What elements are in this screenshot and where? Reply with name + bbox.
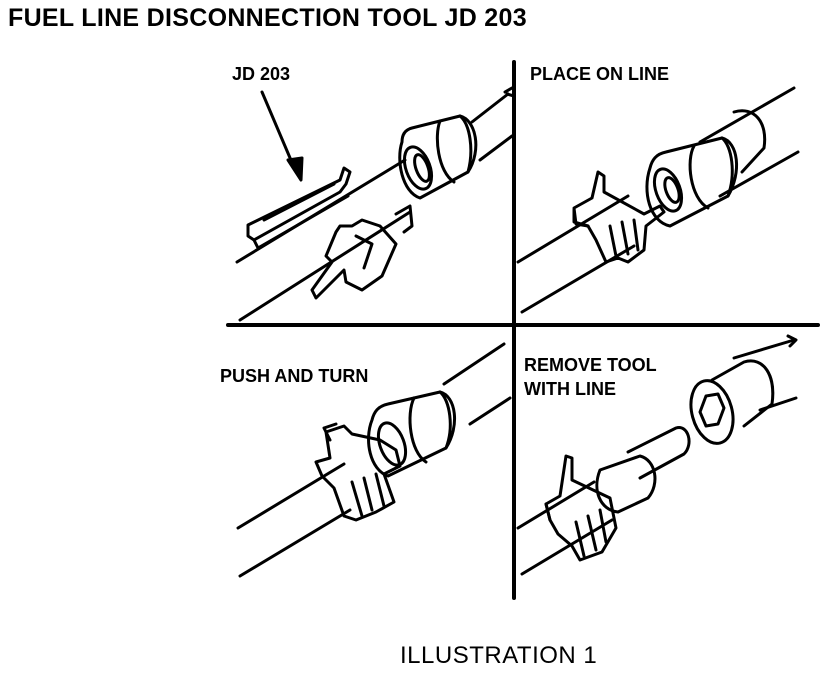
panel-top-left-art bbox=[237, 88, 514, 320]
tool-label-jd203: JD 203 bbox=[232, 64, 291, 84]
diagram-title: FUEL LINE DISCONNECTION TOOL JD 203 bbox=[8, 4, 527, 32]
illustration-caption: ILLUSTRATION 1 bbox=[400, 642, 598, 669]
panel-top-right-art bbox=[518, 88, 798, 312]
step-label-remove-tool-line2: WITH LINE bbox=[524, 379, 616, 399]
step-label-push-and-turn: PUSH AND TURN bbox=[220, 366, 369, 386]
step-label-place-on-line: PLACE ON LINE bbox=[530, 64, 670, 84]
panel-bottom-left-art bbox=[238, 344, 510, 576]
step-label-remove-tool-line1: REMOVE TOOL bbox=[524, 355, 657, 375]
panel-bottom-right-art bbox=[518, 336, 796, 574]
